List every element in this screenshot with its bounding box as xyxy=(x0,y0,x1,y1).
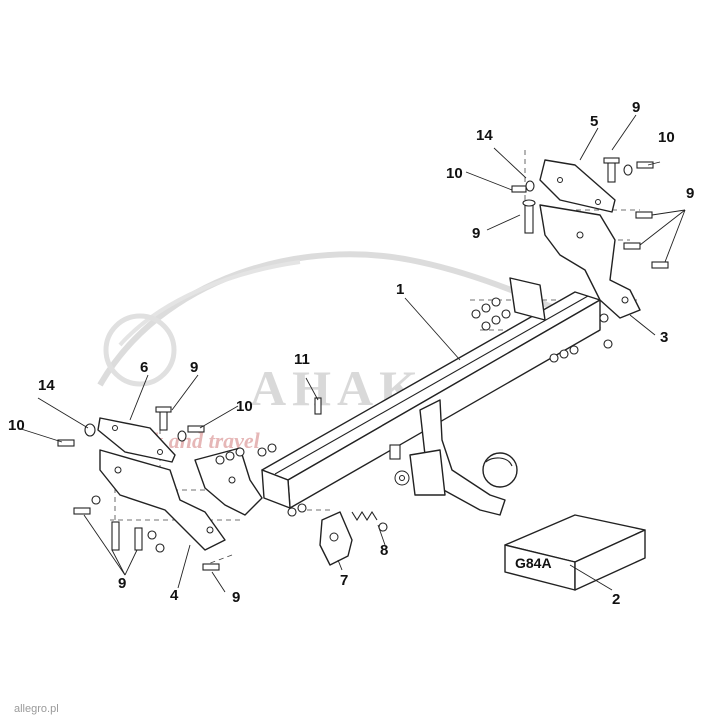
part-5-right-plate xyxy=(539,159,616,213)
callout-9-left-lower: 9 xyxy=(232,589,240,606)
callout-7: 7 xyxy=(340,572,348,589)
callout-14-left: 14 xyxy=(38,377,55,394)
part-3-right-bracket xyxy=(509,204,641,321)
callout-14-right: 14 xyxy=(476,127,493,144)
callout-1: 1 xyxy=(396,281,404,298)
callout-2: 2 xyxy=(612,591,620,608)
callout-10-top-right: 10 xyxy=(658,129,675,146)
callout-8: 8 xyxy=(380,542,388,559)
callout-9-under-plate: 9 xyxy=(472,225,480,242)
fasteners xyxy=(57,157,669,571)
callout-labels: 1 2 3 4 5 6 7 8 9 9 9 9 9 9 10 10 10 10 … xyxy=(8,99,694,608)
callout-10-far-left: 10 xyxy=(8,417,25,434)
part-6-left-plate xyxy=(97,417,176,463)
leader-lines xyxy=(17,114,686,593)
callout-11: 11 xyxy=(294,351,310,368)
callout-9-right-bolts: 9 xyxy=(686,185,694,202)
part-1-crossbeam xyxy=(261,291,601,509)
towing-hook-assembly xyxy=(389,399,518,516)
kit-box-label: G84A xyxy=(515,555,552,571)
part-8-spring xyxy=(351,510,388,532)
callout-5: 5 xyxy=(590,113,598,130)
callout-6: 6 xyxy=(140,359,148,376)
part-2-kit-box: G84A xyxy=(504,514,646,591)
callout-3: 3 xyxy=(660,329,668,346)
callout-9-left-bottom: 9 xyxy=(118,575,126,592)
callout-9-left-top: 9 xyxy=(190,359,198,376)
callout-10-right-plate: 10 xyxy=(446,165,463,182)
part-7-socket-plate xyxy=(319,511,353,566)
callout-10-left: 10 xyxy=(236,398,253,415)
footer-mark: allegro.pl xyxy=(14,703,59,715)
callout-4: 4 xyxy=(170,587,179,604)
callout-9-top-right: 9 xyxy=(632,99,640,116)
part-4-left-bracket xyxy=(99,447,263,551)
